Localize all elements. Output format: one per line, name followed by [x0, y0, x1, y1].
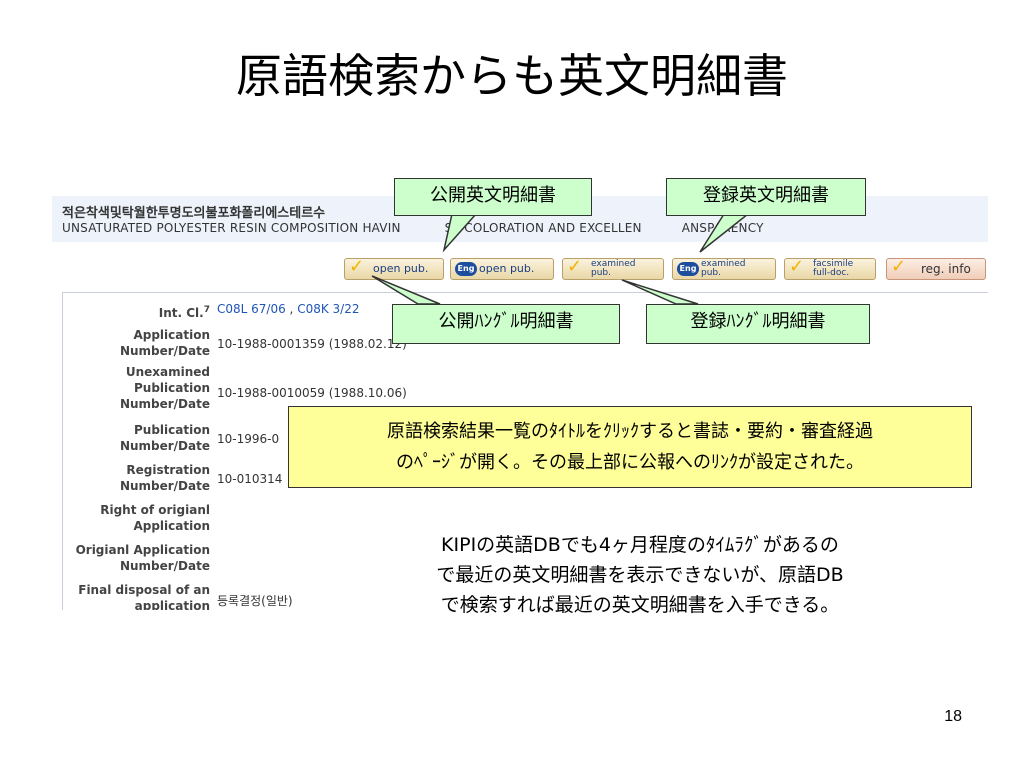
open-pub-button[interactable]: ✓ open pub. — [344, 256, 444, 280]
label-line: Publication — [133, 423, 210, 437]
checkmark-icon: ✓ — [349, 256, 365, 277]
slide-title: 原語検索からも英文明細書 — [236, 49, 788, 103]
body-text-line: で検索すれば最近の英文明細書を入手できる。 — [440, 594, 840, 616]
note-line: 原語検索結果一覧のﾀｲﾄﾙをｸﾘｯｸすると書誌・要約・審査経過 — [387, 421, 873, 442]
open-pub-english-button[interactable]: Eng open pub. — [450, 258, 554, 280]
english-title-mid: SS COLORATION AND EXCELLEN — [444, 221, 642, 235]
page-number: 18 — [944, 708, 962, 725]
label-line: Unexamined — [125, 365, 210, 379]
pointer-reg-english — [699, 213, 751, 253]
facsimile-full-doc-button[interactable]: ✓ facsimile full-doc. — [784, 256, 876, 280]
examined-pub-button[interactable]: ✓ examined pub. — [562, 256, 664, 280]
pointer-open-hangul — [371, 275, 441, 305]
explanation-note: 原語検索結果一覧のﾀｲﾄﾙをｸﾘｯｸすると書誌・要約・審査経過 のﾍﾟｰｼﾞが開… — [288, 406, 972, 488]
int-cl-separator: , — [285, 302, 298, 316]
button-label: examined pub. — [591, 259, 636, 278]
button-label: facsimile full-doc. — [813, 259, 854, 278]
label-line: Number/Date — [119, 344, 210, 358]
final-disposal-value: 등록결정(일반) — [217, 594, 293, 608]
pointer-reg-hangul — [621, 279, 699, 305]
label-line: Number/Date — [119, 397, 210, 411]
eng-icon: Eng — [677, 262, 699, 276]
callout-reg-english: 登録英文明細書 — [666, 178, 866, 216]
label-line: Application — [133, 328, 210, 342]
callout-open-english: 公開英文明細書 — [394, 178, 592, 216]
application-value: 10-1988-0001359 (1988.02.12) — [217, 337, 407, 351]
label-line: Right of origianl — [100, 503, 210, 517]
english-title: UNSATURATED POLYESTER RESIN COMPOSITION … — [62, 221, 764, 235]
examined-pub-english-button[interactable]: Eng examined pub. — [672, 258, 776, 280]
int-cl-edition: 7 — [203, 305, 210, 315]
int-cl-value: C08L 67/06 , C08K 3/22 — [217, 302, 359, 316]
callout-reg-hangul: 登録ﾊﾝｸﾞﾙ明細書 — [646, 304, 870, 344]
body-text-line: で最近の英文明細書を表示できないが、原語DB — [436, 564, 844, 586]
label-line: Application — [133, 519, 210, 533]
int-cl-link[interactable]: C08L 67/06 — [217, 302, 286, 316]
body-text: KIPIの英語DBでも4ヶ月程度のﾀｲﾑﾗｸﾞがあるの で最近の英文明細書を表示… — [360, 530, 920, 620]
int-cl-label-text: Int. Cl. — [158, 306, 204, 320]
korean-title: 적은착색및탁월한투명도의불포화폴리에스테르수 — [62, 206, 326, 221]
button-label: examined pub. — [701, 259, 746, 278]
label-line: Publication — [133, 381, 210, 395]
label-line: Registration — [126, 463, 210, 477]
bibliographic-info-table — [62, 292, 988, 610]
label-line: Number/Date — [119, 479, 210, 493]
pointer-open-english — [442, 213, 478, 253]
reg-info-button[interactable]: ✓ reg. info — [886, 256, 986, 280]
note-line: のﾍﾟｰｼﾞが開く。その最上部に公報へのﾘﾝｸが設定された。 — [396, 452, 864, 473]
registration-value: 10-010314 — [217, 472, 283, 486]
button-label: reg. info — [921, 262, 971, 276]
label-line: Number/Date — [119, 439, 210, 453]
button-label: open pub. — [373, 262, 429, 275]
checkmark-icon: ✓ — [891, 256, 907, 277]
english-title-head: UNSATURATED POLYESTER RESIN COMPOSITION … — [62, 221, 401, 235]
label-line: application — [134, 599, 210, 610]
label-line: Final disposal of an — [78, 583, 210, 597]
label-line: Number/Date — [119, 559, 210, 573]
int-cl-link[interactable]: C08K 3/22 — [297, 302, 360, 316]
checkmark-icon: ✓ — [789, 256, 805, 277]
int-cl-label: Int. Cl.7 — [159, 302, 210, 321]
checkmark-icon: ✓ — [567, 256, 583, 277]
publication-value: 10-1996-0 — [217, 432, 280, 446]
callout-open-hangul: 公開ﾊﾝｸﾞﾙ明細書 — [392, 304, 620, 344]
body-text-line: KIPIの英語DBでも4ヶ月程度のﾀｲﾑﾗｸﾞがあるの — [441, 534, 839, 556]
unexamined-value: 10-1988-0010059 (1988.10.06) — [217, 386, 407, 400]
button-label: open pub. — [479, 262, 535, 275]
record-title-band: 적은착색및탁월한투명도의불포화폴리에스테르수 UNSATURATED POLYE… — [52, 196, 988, 242]
kipris-screenshot: 적은착색및탁월한투명도의불포화폴리에스테르수 UNSATURATED POLYE… — [52, 196, 988, 610]
label-line: Origianl Application — [75, 543, 210, 557]
eng-icon: Eng — [455, 262, 477, 276]
final-disposal-label: Final disposal of an application — [78, 582, 210, 610]
